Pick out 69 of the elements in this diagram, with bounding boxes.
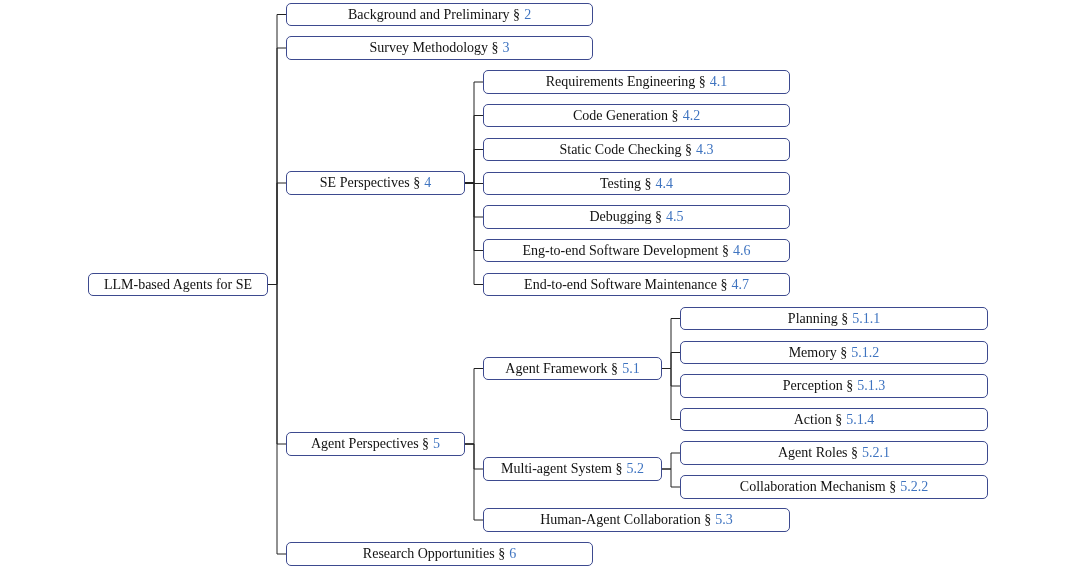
topic-box xyxy=(483,172,790,195)
topic-box xyxy=(483,104,790,127)
topic-box xyxy=(286,542,593,566)
topic-label: Perception § xyxy=(782,379,854,393)
topic-box xyxy=(483,508,790,532)
section-number: 6 xyxy=(509,547,517,561)
topic-label: Human-Agent Collaboration § xyxy=(540,513,712,527)
tree-connector xyxy=(464,182,484,285)
section-number: 5.1.2 xyxy=(851,345,880,360)
topic-box xyxy=(680,374,988,398)
section-number: 5.1.1 xyxy=(852,311,881,326)
section-number: 5.2.2 xyxy=(900,480,929,494)
section-number: 4.1 xyxy=(709,75,728,89)
section-number: 5.1.3 xyxy=(857,379,886,393)
topic-label: Requirements Engineering § xyxy=(545,75,706,89)
section-number: 5.3 xyxy=(715,513,733,527)
topic-box xyxy=(483,273,790,296)
section-number: 4.4 xyxy=(655,176,673,191)
topic-box xyxy=(483,357,662,380)
tree-connector xyxy=(661,468,681,488)
section-number: 4.6 xyxy=(732,243,751,258)
topic-box xyxy=(483,138,790,161)
topic-label: Multi-agent System § xyxy=(501,462,623,476)
topic-label: SE Perspectives § xyxy=(319,176,421,190)
section-number: 5.2.1 xyxy=(862,446,891,460)
section-number: 5.1 xyxy=(622,361,640,376)
topic-label: Agent Perspectives § xyxy=(310,437,430,451)
section-number: 4.3 xyxy=(696,142,714,157)
tree-connector xyxy=(464,443,484,521)
topic-label: Code Generation § xyxy=(572,108,679,123)
topic-label: Collaboration Mechanism § xyxy=(739,480,897,494)
topic-box xyxy=(286,36,593,60)
section-number: 4.7 xyxy=(731,277,749,292)
topic-label: Memory § xyxy=(788,345,848,360)
section-number: 3 xyxy=(502,41,510,55)
topic-box xyxy=(680,341,988,364)
topic-box xyxy=(483,457,662,481)
topic-label: Static Code Checking § xyxy=(559,142,693,157)
topic-box xyxy=(680,441,988,465)
topic-box xyxy=(286,3,593,26)
topic-label: Background and Preliminary § xyxy=(347,7,521,22)
section-number: 5.2 xyxy=(626,462,644,476)
section-number: 4 xyxy=(424,176,432,190)
topic-label: Action § xyxy=(793,412,843,427)
topic-label: LLM-based Agents for SE xyxy=(103,277,253,292)
topic-label: Agent Framework § xyxy=(505,361,619,376)
topic-box xyxy=(483,239,790,262)
topic-label: Eng-to-end Software Development § xyxy=(522,243,729,258)
section-number: 4.2 xyxy=(682,108,701,123)
section-number: 2 xyxy=(524,7,532,22)
topic-box xyxy=(286,171,465,195)
topic-label: Survey Methodology § xyxy=(369,41,499,55)
topic-box xyxy=(483,70,790,94)
topic-label: Testing § xyxy=(600,176,652,191)
topic-box xyxy=(483,205,790,229)
topic-label: Agent Roles § xyxy=(777,446,859,460)
topic-box xyxy=(680,475,988,499)
topic-label: Planning § xyxy=(787,311,849,326)
topic-label: Debugging § xyxy=(589,210,663,224)
tree-connector xyxy=(267,284,287,555)
section-number: 4.5 xyxy=(666,210,684,224)
topic-box xyxy=(680,408,988,431)
topic-box xyxy=(286,432,465,456)
topic-label: Research Opportunities § xyxy=(362,547,506,561)
topic-label: End-to-end Software Maintenance § xyxy=(524,277,728,292)
topic-box xyxy=(88,273,268,296)
topic-box xyxy=(680,307,988,330)
section-number: 5 xyxy=(433,437,441,451)
section-number: 5.1.4 xyxy=(846,412,875,427)
